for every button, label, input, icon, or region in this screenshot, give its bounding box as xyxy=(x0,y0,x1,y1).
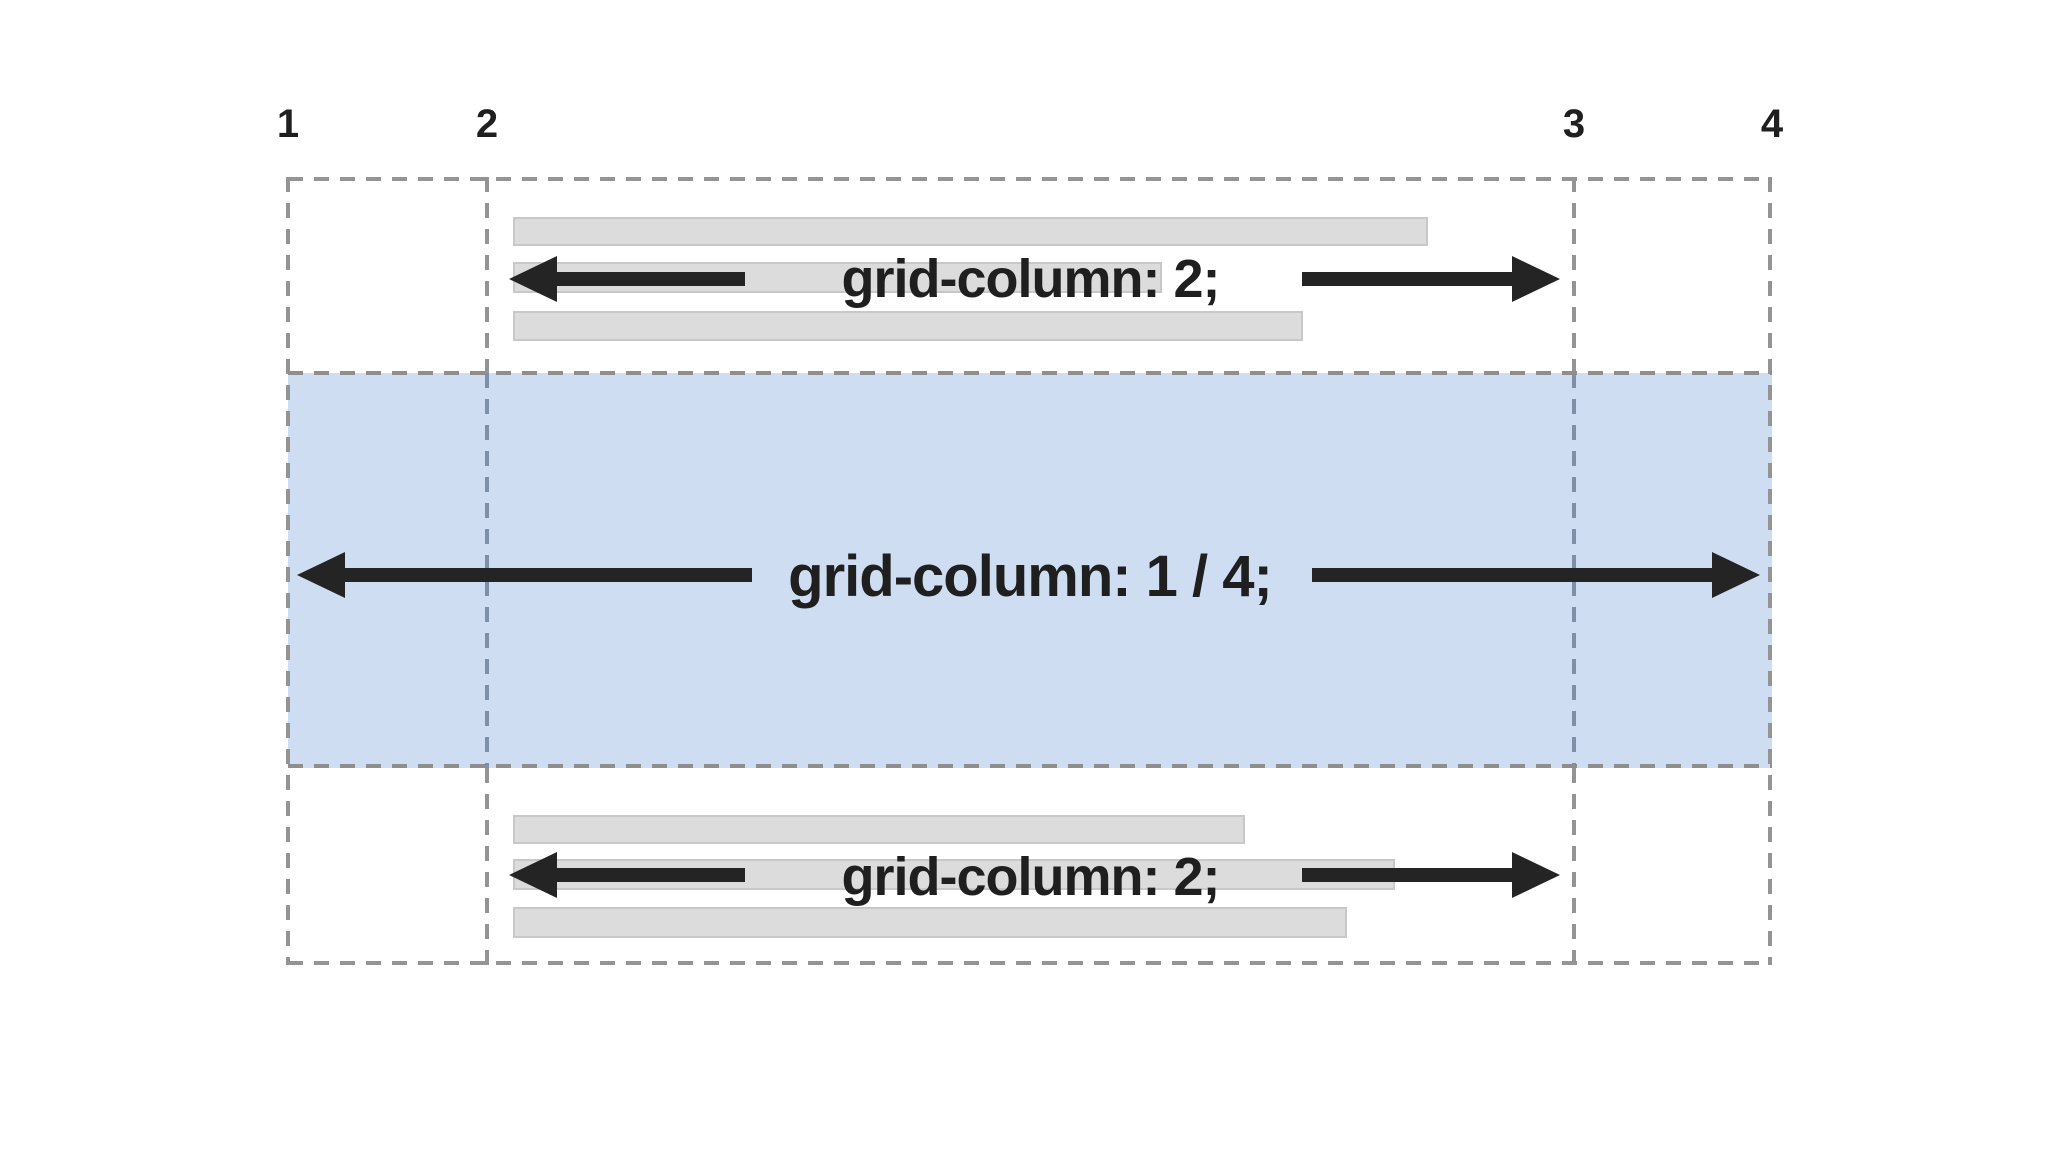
grid-line-3-lower xyxy=(1572,768,1576,965)
grid-border-top xyxy=(288,177,1772,181)
left-arrow-icon xyxy=(297,552,345,598)
content-bar xyxy=(513,311,1303,341)
highlight-top-edge xyxy=(288,371,1772,375)
grid-line-number-3: 3 xyxy=(1562,102,1586,146)
code-label-top: grid-column: 2; xyxy=(841,249,1221,309)
highlight-bottom-edge xyxy=(288,764,1772,768)
left-arrow-icon xyxy=(509,256,557,302)
grid-line-number-4: 4 xyxy=(1760,102,1784,146)
right-arrow-icon xyxy=(1512,256,1560,302)
grid-line-number-1: 1 xyxy=(276,102,300,146)
right-arrow-icon xyxy=(1512,852,1560,898)
grid-line-3-upper xyxy=(1572,177,1576,373)
left-arrow-shaft xyxy=(340,568,752,582)
right-arrow-shaft xyxy=(1302,868,1517,882)
right-arrow-shaft xyxy=(1312,568,1717,582)
grid-line-2-lower xyxy=(485,768,489,965)
grid-line-1 xyxy=(286,177,290,965)
right-arrow-icon xyxy=(1712,552,1760,598)
grid-border-bottom xyxy=(288,961,1772,965)
left-arrow-shaft xyxy=(552,272,745,286)
code-label-middle: grid-column: 1 / 4; xyxy=(788,544,1273,609)
content-bar xyxy=(513,217,1428,246)
grid-line-number-2: 2 xyxy=(475,102,499,146)
content-bar xyxy=(513,907,1347,938)
right-arrow-shaft xyxy=(1302,272,1517,286)
content-bar xyxy=(513,815,1245,844)
grid-line-4 xyxy=(1768,177,1772,965)
code-label-bottom: grid-column: 2; xyxy=(841,847,1221,907)
left-arrow-icon xyxy=(509,852,557,898)
left-arrow-shaft xyxy=(552,868,745,882)
grid-line-2-upper xyxy=(485,177,489,373)
